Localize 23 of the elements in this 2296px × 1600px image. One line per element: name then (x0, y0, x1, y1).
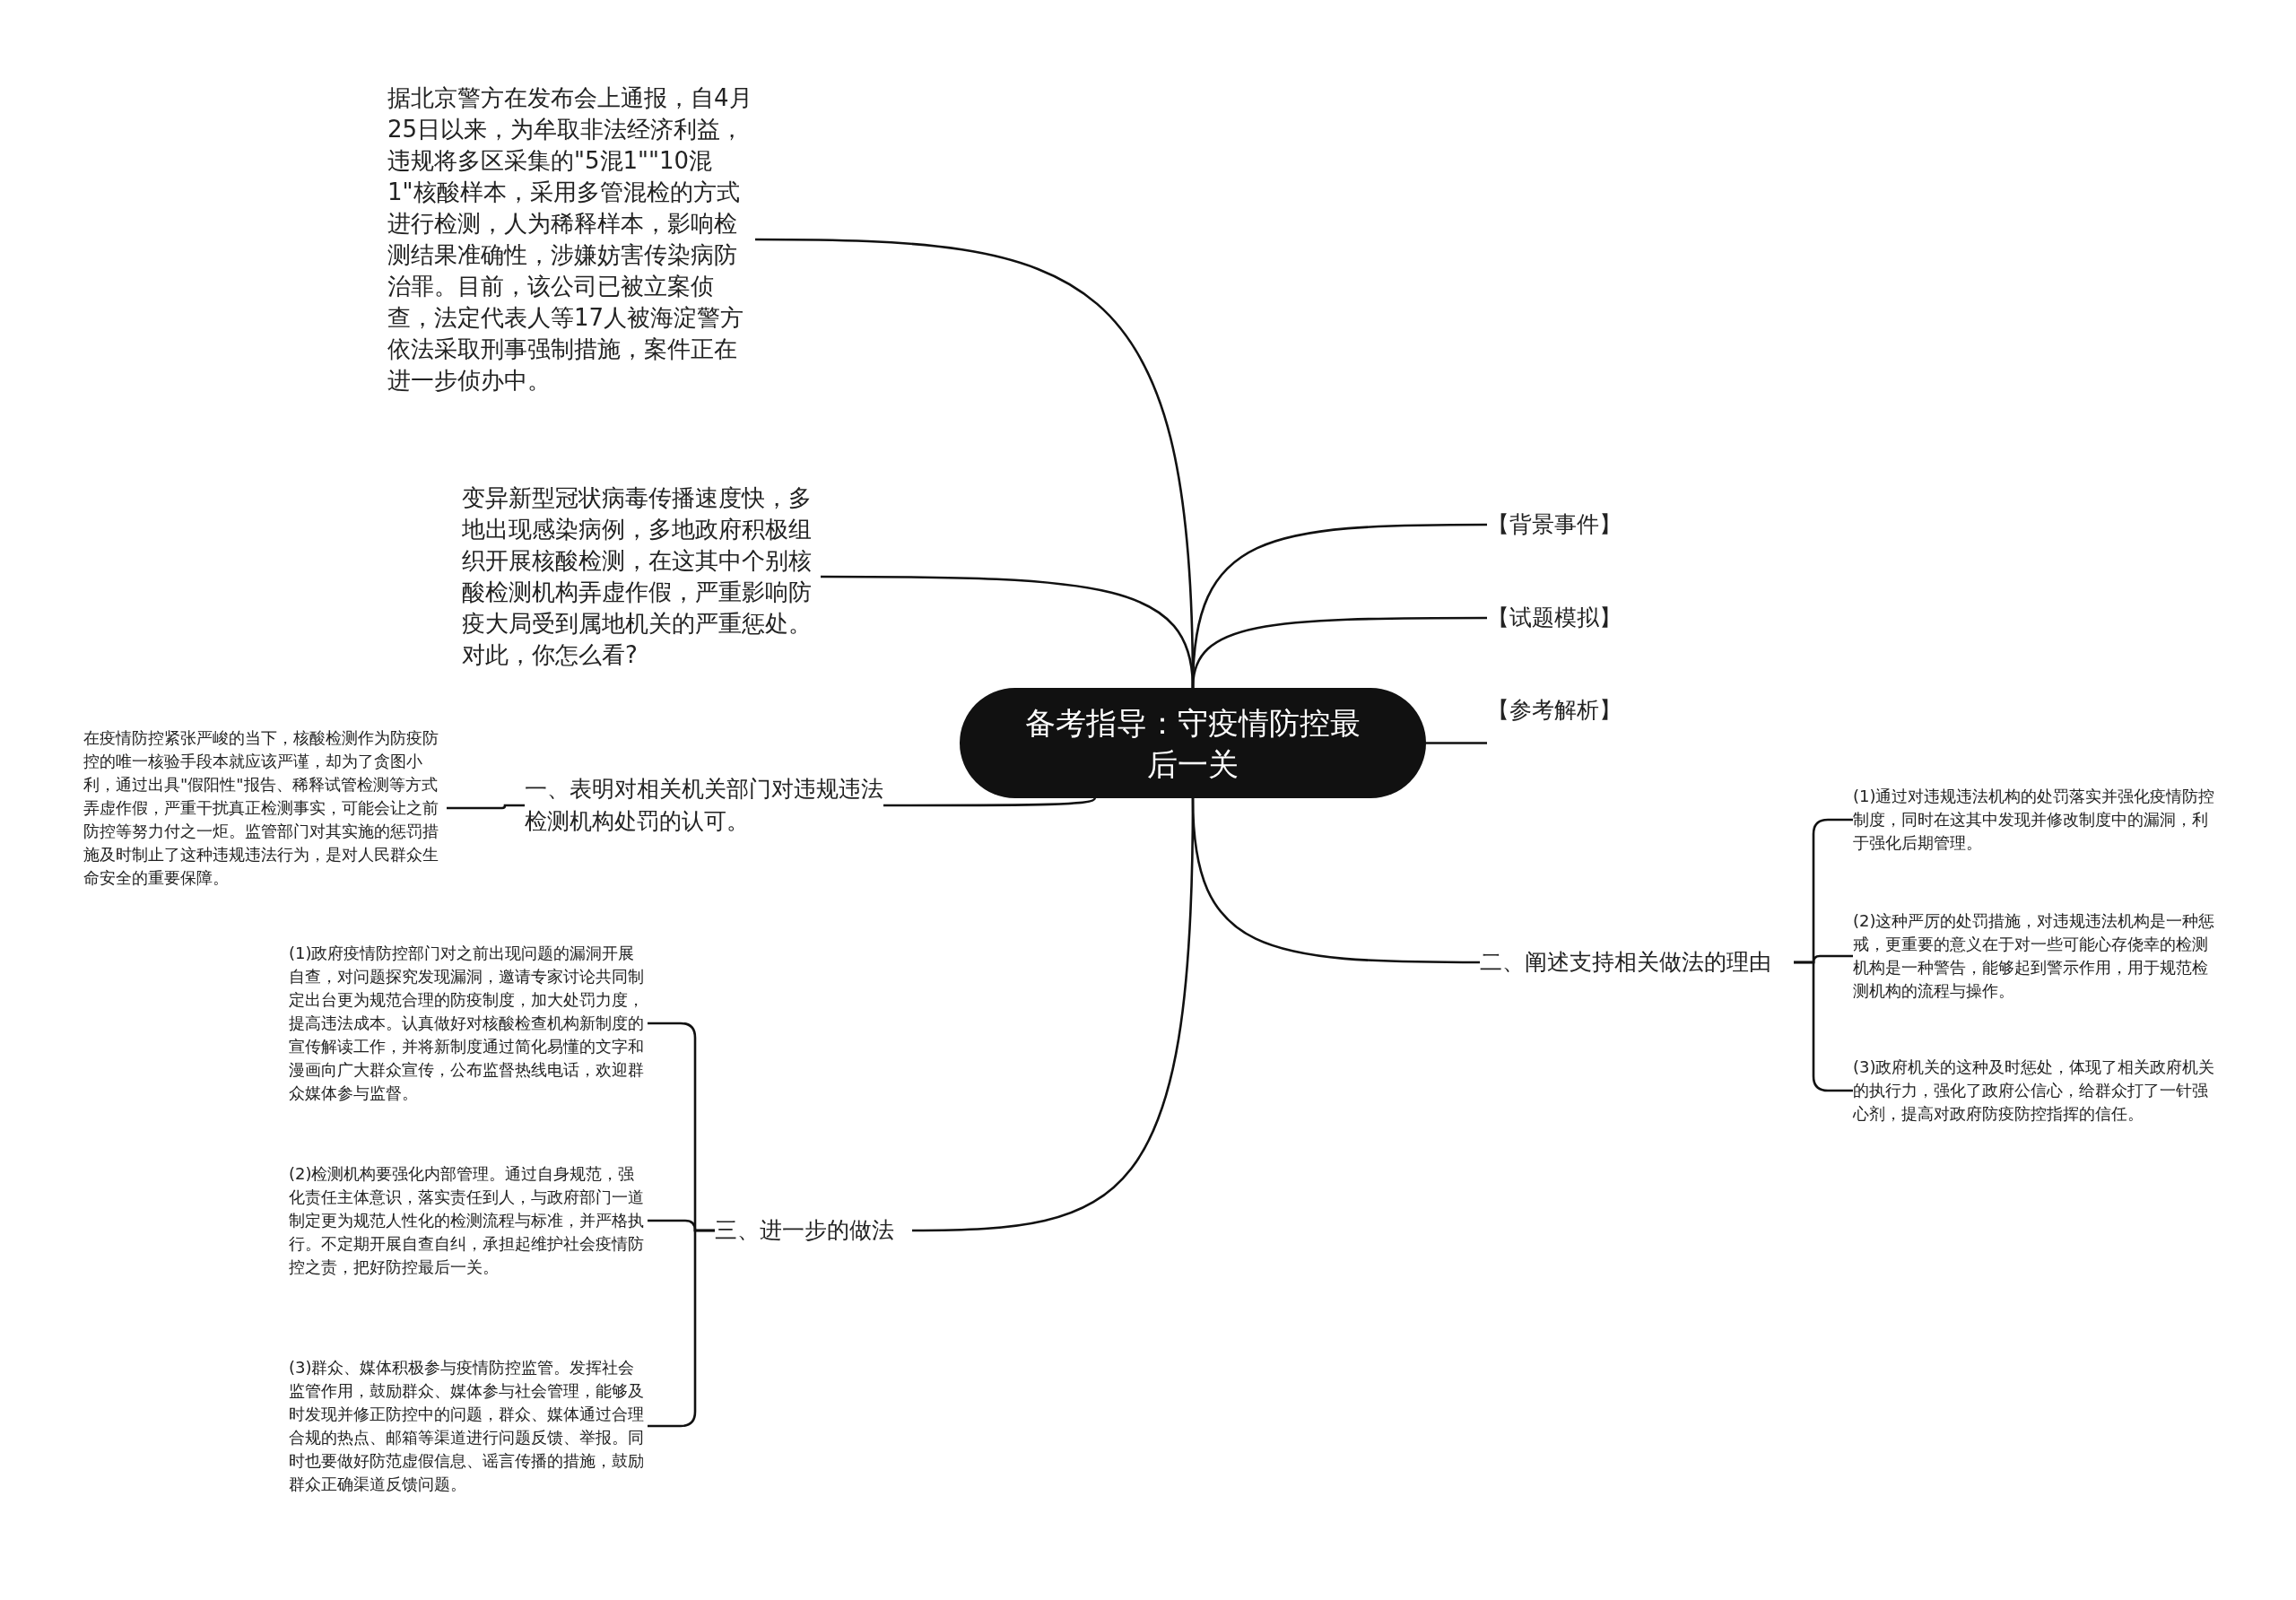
connector-line (648, 1229, 715, 1428)
connector-line (883, 797, 1096, 807)
topic-text: 变异新型冠状病毒传播速度快，多地出现感染病例，多地政府积极组织开展核酸检测，在这其中个别核酸检测机构弄虚作假，严重影响防疫大局受到属地机关的严重惩处。对此，你怎么看? (462, 483, 821, 671)
connector-line (1191, 616, 1487, 689)
topic-text: 三、进一步的做法 (715, 1214, 912, 1247)
topic-text: 一、表明对相关机关部门对违规违法检测机构处罚的认可。 (525, 773, 883, 838)
central-topic: 备考指导：守疫情防控最后一关 (960, 688, 1426, 798)
topic-text: 二、阐述支持相关做法的理由 (1480, 946, 1794, 978)
topic-text: (2)这种严厉的处罚措施，对违规违法机构是一种惩戒，更重要的意义在于对一些可能心存侥幸的检测机构是一种警告，能够起到警示作用，用于规范检测机构的流程与操作。 (1853, 909, 2221, 1003)
connector-line (1191, 797, 1480, 964)
topic-text: (1)政府疫情防控部门对之前出现问题的漏洞开展自查，对问题探究发现漏洞，邀请专家讨论共同制定出台更为规范合理的防疫制度，加大处罚力度，提高违法成本。认真做好对核酸检查机构新制度的宣传解读工作，并将新制度通过简化易懂的文字和漫画向广大群众宣传，公布监督热线电话，欢迎群众媒体参与监督。 (289, 942, 648, 1105)
connector-line (447, 804, 525, 810)
topic-text: (3)政府机关的这种及时惩处，体现了相关政府机关的执行力，强化了政府公信心，给群众打了一针强心剂，提高对政府防疫防控指挥的信任。 (1853, 1056, 2221, 1126)
topic-text: (1)通过对违规违法机构的处罚落实并强化疫情防控制度，同时在这其中发现并修改制度中的漏洞，利于强化后期管理。 (1853, 785, 2221, 855)
topic-text: 据北京警方在发布会上通报，自4月25日以来，为牟取非法经济利益，违规将多区采集的"5混1""10混1"核酸样本，采用多管混检的方式进行检测，人为稀释样本，影响检测结果准确性，涉嫌妨害传染病防治罪。目前，该公司已被立案侦查，法定代表人等17人被海淀警方依法采取刑事强制措施，案件正在进一步侦办中。 (387, 83, 755, 396)
connector-line (1426, 742, 1487, 744)
topic-text: 【背景事件】 (1487, 509, 1639, 541)
topic-text: (2)检测机构要强化内部管理。通过自身规范，强化责任主体意识，落实责任到人，与政府部门一道制定更为规范人性化的检测流程与标准，并严格执行。不定期开展自查自纠，承担起维护社会疫情防控之责，把好防控最后一关。 (289, 1162, 648, 1279)
topic-text: 在疫情防控紧张严峻的当下，核酸检测作为防疫防控的唯一核验手段本就应该严谨，却为了贪图小利，通过出具"假阳性"报告、稀释试管检测等方式弄虚作假，严重干扰真正检测事实，可能会让之前防控等努力付之一炬。监管部门对其实施的惩罚措施及时制止了这种违规违法行为，是对人民群众生命安全的重要保障。 (83, 726, 447, 890)
topic-text: 【试题模拟】 (1487, 602, 1639, 634)
topic-text: (3)群众、媒体积极参与疫情防控监管。发挥社会监管作用，鼓励群众、媒体参与社会管理，能够及时发现并修正防控中的问题，群众、媒体通过合理合规的热点、邮箱等渠道进行问题反馈、举报。同时也要做好防范虚假信息、谣言传播的措施，鼓励群众正确渠道反馈问题。 (289, 1356, 648, 1496)
topic-text: 【参考解析】 (1487, 694, 1639, 726)
connector-line (1794, 961, 1853, 1092)
